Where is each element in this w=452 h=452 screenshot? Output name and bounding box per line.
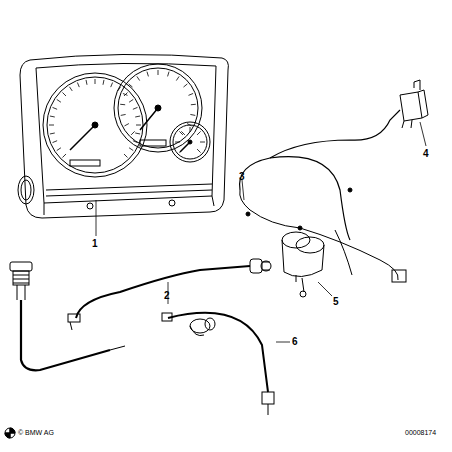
dial-tick [197, 149, 201, 153]
dial-tick [129, 84, 133, 87]
dial-tick [188, 93, 193, 95]
dial-tick [49, 125, 54, 126]
dial-tick [69, 87, 72, 91]
callout-number: 3 [239, 172, 245, 182]
dial-tick [190, 114, 195, 116]
dial-tick [77, 83, 79, 88]
dial-tick [95, 79, 96, 84]
dial-tick [184, 84, 188, 87]
dial-tick [187, 124, 191, 126]
dial-tick [179, 131, 183, 135]
callout-number: 6 [292, 337, 298, 347]
dial-tick [147, 72, 148, 77]
dial-tick [135, 116, 140, 118]
dial-tick [50, 116, 55, 118]
dial-tick [124, 124, 128, 126]
instrument-cluster [18, 54, 228, 218]
speed-sender [282, 232, 324, 297]
dial-tick [120, 104, 125, 105]
dial-tick [124, 154, 128, 158]
sensor-cable [162, 313, 274, 415]
dial-tick [102, 80, 104, 85]
dial-tick [176, 76, 179, 80]
dial-tick [197, 131, 201, 135]
bmw-logo [5, 428, 15, 438]
dial-tick [129, 99, 133, 102]
grommet [190, 318, 215, 336]
dial-tick [53, 141, 58, 143]
callout-number: 2 [164, 291, 170, 301]
dial-tick [111, 83, 113, 88]
dial-tick [57, 99, 61, 102]
callout-number: 4 [423, 149, 429, 159]
callout-number: 1 [92, 239, 98, 249]
dial-tick [57, 148, 61, 151]
dial-tick [62, 154, 66, 158]
copyright-note: © BMW AG [18, 429, 54, 436]
dial-tick [175, 142, 180, 143]
relay [400, 80, 428, 128]
speedometer-cable [10, 259, 271, 370]
dial-tick [118, 87, 121, 91]
dial-tick [158, 70, 159, 75]
dial-tick [121, 114, 126, 116]
dial-tick [135, 132, 140, 134]
dial-tick [190, 127, 191, 132]
dial-tick [123, 93, 128, 95]
callout-number: 5 [333, 297, 339, 307]
dial-tick [131, 131, 135, 135]
dial-tick [86, 80, 88, 85]
dial-tick [168, 72, 169, 77]
dial-tick [53, 107, 58, 109]
dial-tick [62, 92, 66, 96]
dial-tick [129, 148, 133, 151]
wiring-harness [240, 110, 406, 282]
dial-tick [200, 142, 205, 143]
dial-tick [136, 125, 141, 126]
drawing-number: 00008174 [405, 429, 436, 436]
dial-tick [133, 107, 138, 109]
dial-tick [50, 132, 55, 134]
dial-tick [133, 141, 138, 143]
dial-tick [137, 76, 140, 80]
dial-tick [191, 104, 196, 105]
